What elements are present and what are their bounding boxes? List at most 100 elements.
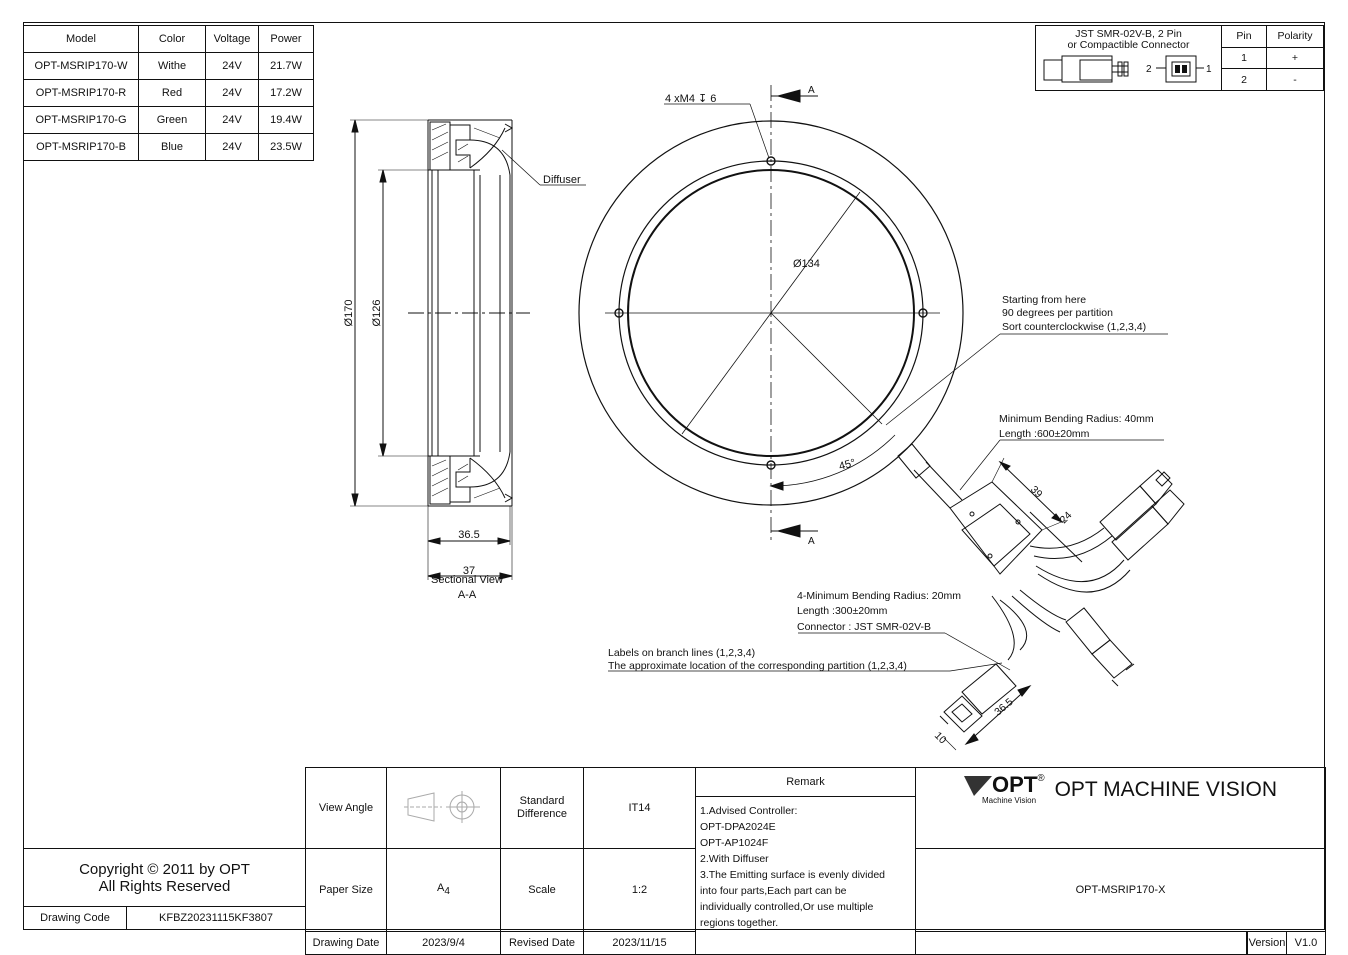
connector-table: JST SMR-02V-B, 2 Pin or Compactible Conn… (1035, 25, 1324, 91)
section-mark-bottom: A (808, 536, 815, 547)
scale-label: Scale (500, 848, 584, 932)
view-angle-label: View Angle (305, 767, 387, 849)
start-note-2: 90 degrees per partition (1002, 307, 1113, 319)
section-label-aa: A-A (458, 589, 477, 601)
standard-label-2: Difference (517, 808, 567, 820)
drawing-code-value: KFBZ20231115KF3807 (126, 906, 306, 930)
section-view (350, 119, 586, 580)
remark-line: OPT-AP1024F (700, 837, 769, 849)
connector-icon: 2 1 (1043, 55, 1212, 83)
spec-cell: Blue (138, 133, 206, 161)
connector-title-2: or Compactible Connector (1067, 39, 1190, 51)
section-label: Sectional View (431, 574, 503, 586)
brand-cell: OPT ® Machine Vision OPT MACHINE VISION (915, 767, 1326, 849)
branch-note-2: Length :300±20mm (797, 605, 888, 617)
dim-37: 37 (463, 565, 475, 577)
spec-table: Model Color Voltage Power OPT-MSRIP170-W… (23, 25, 314, 161)
spec-cell: 21.7W (258, 52, 314, 80)
spec-row: OPT-MSRIP170-W Withe 24V 21.7W (23, 52, 314, 80)
remark-line: 1.Advised Controller: (700, 805, 798, 817)
spec-cell: 23.5W (258, 133, 314, 161)
copyright-line-2: All Rights Reserved (98, 878, 231, 895)
remark-cell: Remark 1.Advised Controller: OPT-DPA2024… (695, 767, 916, 955)
front-view (578, 85, 1168, 540)
paper-size-cell: A4 (386, 848, 501, 932)
connector-diagram-cell: JST SMR-02V-B, 2 Pin or Compactible Conn… (1035, 25, 1222, 91)
opt-logo: OPT ® Machine Vision (963, 772, 1045, 806)
diffuser-label: Diffuser (543, 174, 581, 186)
projection-symbol-icon (403, 790, 480, 823)
dim-36-5-connector: 36.5 (992, 696, 1015, 718)
dim-170: Ø170 (343, 300, 355, 327)
spec-cell: 24V (205, 79, 259, 107)
dim-39: 39 (1028, 484, 1045, 501)
start-note-3: Sort counterclockwise (1,2,3,4) (1002, 321, 1146, 333)
drawing-code-table: Drawing Code KFBZ20231115KF3807 (23, 906, 306, 930)
spec-header: Color (138, 25, 206, 53)
drawing-date-label: Drawing Date (305, 931, 387, 955)
logo-triangle-icon (963, 776, 992, 796)
version-label: Version (1247, 932, 1287, 954)
angle-45: 45° (838, 457, 857, 473)
start-note-1: Starting from here (1002, 294, 1086, 306)
spec-row: OPT-MSRIP170-B Blue 24V 23.5W (23, 133, 314, 161)
paper-size-value: A (437, 882, 445, 895)
spec-cell: OPT-MSRIP170-R (23, 79, 139, 107)
remark-body: 1.Advised Controller: OPT-DPA2024E OPT-A… (696, 797, 915, 931)
spec-row: OPT-MSRIP170-G Green 24V 19.4W (23, 106, 314, 134)
branch-note-3: Connector : JST SMR-02V-B (797, 621, 931, 633)
drawing-date-value: 2023/9/4 (386, 931, 501, 955)
logo-text: OPT (991, 772, 1038, 797)
copyright-line-1: Copyright © 2011 by OPT (79, 861, 250, 878)
remark-line: individually controlled,Or use multiple (700, 901, 874, 913)
hole-callout: 4 xM4 ↧ 6 (665, 93, 716, 105)
paper-size-label: Paper Size (305, 848, 387, 932)
remark-line: OPT-DPA2024E (700, 821, 776, 833)
section-mark-top: A (808, 85, 815, 96)
spec-cell: Green (138, 106, 206, 134)
title-block: View Angle Standard Difference IT14 Rema… (305, 767, 1326, 955)
standard-value: IT14 (583, 767, 696, 849)
labels-note-1: Labels on branch lines (1,2,3,4) (608, 647, 755, 659)
polarity-cell: - (1266, 68, 1324, 91)
dim-24: 24 (1058, 509, 1075, 526)
dim-126: Ø126 (371, 300, 383, 327)
drawing-code-label: Drawing Code (23, 906, 127, 930)
paper-size-sub: 4 (444, 886, 450, 898)
scale-value: 1:2 (583, 848, 696, 932)
company-name: OPT MACHINE VISION (1054, 778, 1278, 801)
part-number: OPT-MSRIP170-X (915, 848, 1326, 932)
bend-note-1: Minimum Bending Radius: 40mm (999, 413, 1154, 425)
remark-line: regions together. (700, 917, 779, 929)
branch-note-1: 4-Minimum Bending Radius: 20mm (797, 590, 961, 602)
labels-note-2: The approximate location of the correspo… (608, 660, 907, 672)
logo-registered: ® (1037, 773, 1045, 784)
remark-line: 2.With Diffuser (700, 853, 769, 865)
pin-label-2: 2 (1146, 64, 1152, 75)
cable-assembly (608, 439, 1185, 751)
bend-note-2: Length :600±20mm (999, 428, 1090, 440)
remark-label: Remark (696, 768, 915, 797)
remark-line: into four parts,Each part can be (700, 885, 847, 897)
view-angle-symbol-cell (386, 767, 501, 849)
spec-cell: OPT-MSRIP170-G (23, 106, 139, 134)
standard-label-1: Standard (519, 795, 565, 807)
copyright-block: Copyright © 2011 by OPT All Rights Reser… (23, 848, 306, 907)
spec-cell: 24V (205, 106, 259, 134)
logo-subtext: Machine Vision (981, 796, 1037, 805)
dim-134: Ø134 (793, 258, 820, 270)
spec-cell: 24V (205, 133, 259, 161)
version-spacer (915, 931, 1247, 955)
version-cell: Version V1.0 (1246, 931, 1326, 955)
connector-title-1: JST SMR-02V-B, 2 Pin (1075, 28, 1182, 40)
dim-36-5: 36.5 (458, 529, 479, 541)
spec-cell: OPT-MSRIP170-B (23, 133, 139, 161)
pin-label-1: 1 (1206, 64, 1212, 75)
dim-10: 10 (932, 730, 949, 747)
version-value: V1.0 (1294, 937, 1318, 949)
revised-date-label: Revised Date (500, 931, 584, 955)
polarity-header: Polarity (1266, 25, 1324, 48)
remark-line: 3.The Emitting surface is evenly divided (700, 869, 886, 881)
revised-date-value: 2023/11/15 (583, 931, 696, 955)
standard-label-cell: Standard Difference (500, 767, 584, 849)
